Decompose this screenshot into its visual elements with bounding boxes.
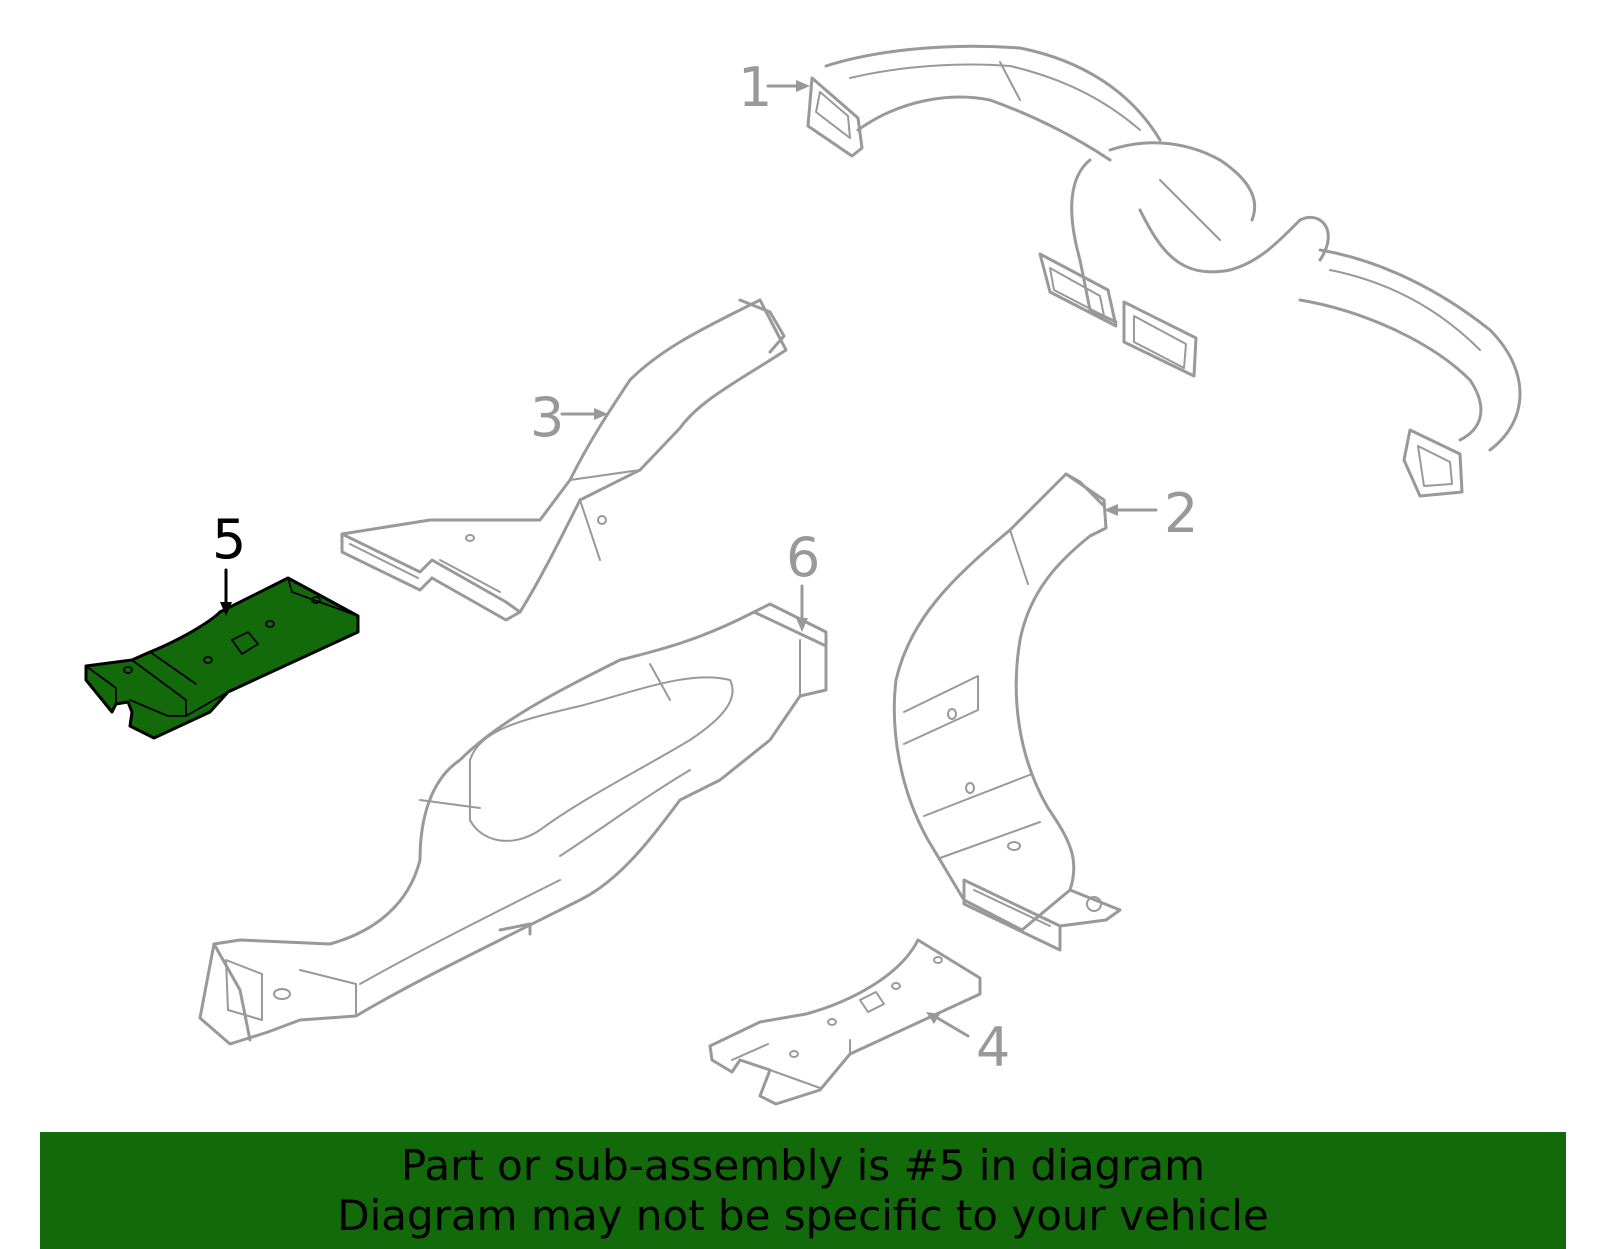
svg-text:3: 3 [530,386,564,449]
part-3-duct [340,298,788,622]
svg-text:1: 1 [738,56,772,119]
svg-text:5: 5 [212,508,246,571]
part-2-duct [892,472,1122,952]
svg-text:2: 2 [1164,482,1198,545]
svg-text:4: 4 [976,1016,1010,1079]
callout-2: 2 [1104,482,1198,545]
parts-diagram: 1 2 3 4 5 6 [84,44,1522,1106]
part-1-dash-duct [806,44,1522,498]
callout-1: 1 [738,56,810,119]
banner-line-disclaimer: Diagram may not be specific to your vehi… [337,1190,1269,1240]
callout-6: 6 [786,526,820,632]
info-banner: Part or sub-assembly is #5 in diagram Di… [40,1132,1566,1249]
svg-text:6: 6 [786,526,820,589]
callout-4: 4 [926,1012,1010,1079]
part-4-duct [708,938,982,1106]
banner-line-part-number: Part or sub-assembly is #5 in diagram [400,1140,1206,1190]
part-5-duct-highlighted [84,576,360,740]
callout-3: 3 [530,386,608,449]
part-6-duct [198,602,828,1046]
callout-5: 5 [212,508,246,616]
